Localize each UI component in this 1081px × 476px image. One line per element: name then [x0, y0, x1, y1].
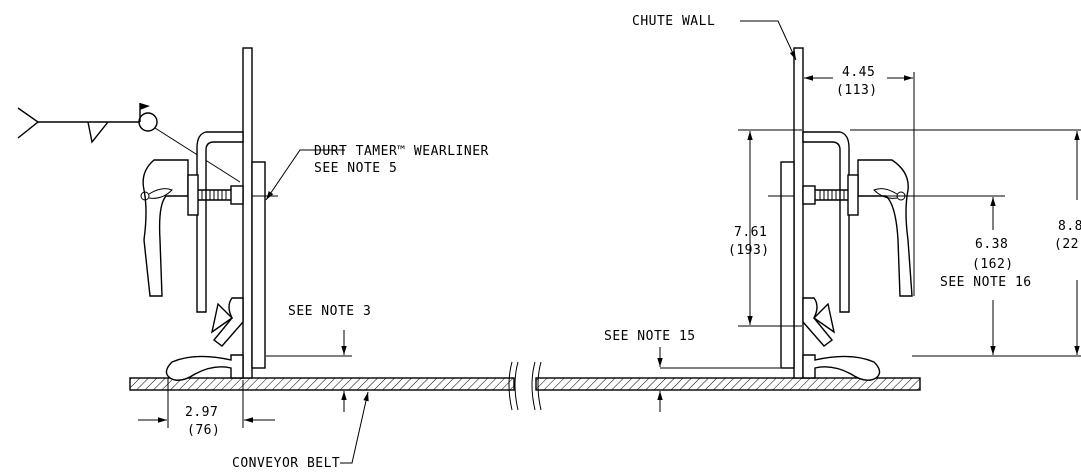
dim-7-61 [738, 129, 802, 327]
dim-8-8-value: 8.8 [1058, 219, 1081, 234]
bolt-spring-right [768, 174, 859, 216]
dim-4-45-mm: (113) [836, 83, 878, 98]
chute-wall-label: CHUTE WALL [632, 14, 715, 29]
wearliner-label: DURT TAMER™ WEARLINER [314, 144, 489, 159]
conveyor-belt-leader [340, 391, 369, 464]
note3-gap [266, 330, 352, 412]
wearliner-right [780, 161, 795, 369]
clamp-handle-right [857, 159, 913, 297]
weld-symbol [17, 103, 241, 183]
note16-label: SEE NOTE 16 [940, 275, 1032, 290]
dim-7-61-value: 7.61 [734, 225, 767, 240]
dim-4-45 [804, 72, 915, 296]
bolt-spring-left [187, 174, 278, 216]
right-assembly [768, 47, 913, 381]
clamp-handle-left [142, 159, 189, 297]
note3-label: SEE NOTE 3 [288, 304, 371, 319]
clamp-bracket-left [196, 131, 244, 313]
conveyor-belt-label: CONVEYOR BELT [232, 456, 340, 471]
dim-6-38-value: 6.38 [975, 237, 1008, 252]
chute-wall-right [793, 47, 804, 379]
chute-wall-leader [740, 20, 797, 61]
wearliner-left [251, 161, 266, 369]
wearliner-leader [265, 149, 345, 201]
dim-2-97 [138, 378, 275, 428]
note15-label: SEE NOTE 15 [604, 329, 696, 344]
dim-2-97-mm: (76) [187, 423, 220, 438]
dim-4-45-value: 4.45 [842, 65, 875, 80]
dim-8-8 [850, 129, 1081, 357]
clamp-bracket-right [802, 131, 850, 313]
seal-arm-left [212, 297, 244, 347]
chute-wall-left [242, 47, 253, 379]
dim-2-97-value: 2.97 [185, 405, 218, 420]
wearliner-note: SEE NOTE 5 [314, 161, 397, 176]
dim-6-38 [860, 195, 1005, 355]
seal-skirt-left [165, 354, 244, 381]
seal-arm-right [802, 297, 834, 347]
seal-skirt-right [802, 354, 881, 381]
conveyor-belt [129, 361, 921, 411]
seal-lip-right [812, 302, 836, 334]
cotter-pin-left [140, 188, 173, 201]
dim-7-61-mm: (193) [728, 243, 770, 258]
note15-gap [657, 347, 780, 412]
seal-lip-left [210, 302, 234, 334]
left-assembly [17, 47, 278, 381]
dim-8-8-mm: (22 [1054, 237, 1079, 252]
dim-6-38-mm: (162) [972, 257, 1014, 272]
